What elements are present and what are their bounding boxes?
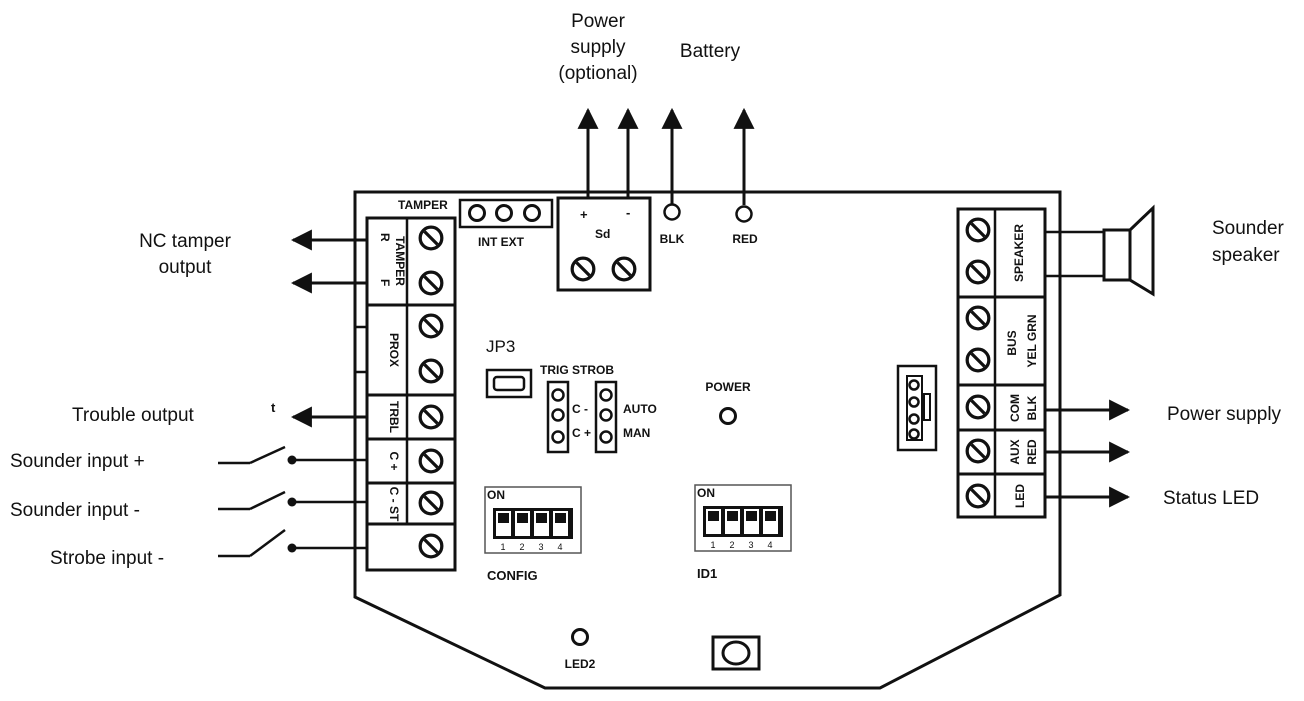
nc-tamper-output-label: NC tamper output (139, 231, 232, 278)
red-label: RED (732, 232, 758, 246)
config-dip-number-2: 2 (519, 542, 524, 552)
power-supply-optional-line-3: (optional) (558, 63, 637, 84)
right-terminal-strip (956, 207, 1047, 519)
tamper-r-screw[interactable] (418, 225, 444, 251)
speaker-screw-1[interactable] (965, 217, 991, 243)
sounder-speaker-line-2: speaker (1212, 245, 1280, 266)
right-speaker-label: SPEAKER (1012, 224, 1026, 282)
status-led-label: Status LED (1163, 488, 1259, 509)
sd-minus-label: - (626, 205, 630, 220)
trbl-screw[interactable] (418, 404, 444, 430)
right-yel-grn-label: YEL GRN (1025, 314, 1039, 367)
tamper-title: TAMPER (398, 198, 448, 212)
sd-label: Sd (595, 227, 610, 241)
sd-screw-plus[interactable] (570, 256, 596, 282)
left-tamper-label: TAMPER (393, 236, 407, 286)
led-screw[interactable] (965, 483, 991, 509)
jumper-c-plus-label: C + (572, 426, 591, 440)
c-plus-screw[interactable] (418, 448, 444, 474)
sd-plus-label: + (580, 207, 588, 222)
id1-dip-number-4: 4 (767, 540, 772, 550)
push-button[interactable] (711, 635, 761, 671)
power-supply-optional-line-2: supply (571, 37, 626, 58)
left-prox-label: PROX (387, 333, 401, 367)
left-c-plus-label: C + (387, 451, 401, 470)
trig-jumper[interactable] (546, 380, 570, 454)
speaker-screw-2[interactable] (965, 259, 991, 285)
strobe-screw[interactable] (418, 533, 444, 559)
right-red-label: RED (1025, 439, 1039, 465)
strobe-input-minus-label: Strobe input - (50, 548, 164, 569)
auto-label: AUTO (623, 402, 657, 416)
id1-dip-on-label: ON (697, 486, 715, 500)
prox-screw-2[interactable] (418, 358, 444, 384)
switch-sounder-minus (218, 490, 367, 511)
right-com-label: COM (1008, 394, 1022, 422)
power-supply-label: Power supply (1167, 404, 1282, 425)
jp3-label: JP3 (486, 337, 515, 356)
red-terminal[interactable] (735, 205, 753, 223)
bus-yel-screw[interactable] (965, 347, 991, 373)
sd-screw-minus[interactable] (611, 256, 637, 282)
config-dip-number-3: 3 (538, 542, 543, 552)
blk-terminal[interactable] (663, 203, 681, 221)
power-label: POWER (705, 380, 751, 394)
tamper-int-ext-label: INT EXT (478, 235, 525, 249)
sounder-input-minus-label: Sounder input - (10, 500, 140, 521)
sounder-speaker-label: Sounder speaker (1212, 218, 1285, 266)
aux-red-screw[interactable] (965, 438, 991, 464)
man-label: MAN (623, 426, 650, 440)
config-dip-on-label: ON (487, 488, 505, 502)
trouble-output-label: Trouble output (72, 405, 195, 426)
id1-dip-number-2: 2 (729, 540, 734, 550)
config-dip-number-4: 4 (557, 542, 562, 552)
sounder-speaker-line-1: Sounder (1212, 218, 1285, 239)
id1-dip-number-3: 3 (748, 540, 753, 550)
switch-strobe-minus (218, 528, 367, 558)
config-dip-switch[interactable] (484, 486, 582, 554)
left-r-label: R (378, 233, 392, 242)
nc-tamper-line-2: output (159, 257, 213, 278)
jp3-jumper[interactable] (485, 368, 533, 399)
tamper-f-screw[interactable] (418, 270, 444, 296)
power-led (719, 407, 737, 425)
left-c-minus-st-label: C - ST (387, 487, 401, 522)
sounder-input-plus-label: Sounder input + (10, 451, 145, 472)
right-bus-label: BUS (1005, 330, 1019, 355)
led2-label: LED2 (565, 657, 596, 671)
power-supply-optional-label: Power supply (optional) (558, 11, 637, 84)
power-supply-optional-line-1: Power (571, 11, 626, 32)
trouble-mark: t (271, 400, 276, 415)
prox-screw-1[interactable] (418, 313, 444, 339)
id1-label: ID1 (697, 566, 717, 581)
left-trbl-label: TRBL (387, 401, 401, 433)
battery-label: Battery (680, 41, 741, 62)
right-aux-label: AUX (1008, 439, 1022, 464)
strob-jumper[interactable] (594, 380, 618, 454)
right-led-label: LED (1013, 484, 1027, 508)
blk-label: BLK (660, 232, 685, 246)
switch-sounder-plus (218, 445, 367, 465)
right-blk-label: BLK (1025, 395, 1039, 420)
tamper-jumper[interactable] (458, 198, 554, 229)
board-outline (353, 190, 1062, 690)
nc-tamper-line-1: NC tamper (139, 231, 232, 252)
led2-indicator (571, 628, 589, 646)
jumper-c-minus-label: C - (572, 402, 588, 416)
config-dip-number-1: 1 (500, 542, 505, 552)
trig-strob-label: TRIG STROB (540, 363, 614, 377)
com-blk-screw[interactable] (965, 394, 991, 420)
left-f-label: F (378, 279, 392, 286)
sd-terminal-block: + - Sd (556, 196, 652, 292)
speaker-icon (1045, 204, 1155, 297)
config-label: CONFIG (487, 568, 538, 583)
id1-dip-switch[interactable] (694, 484, 792, 552)
bus-grn-screw[interactable] (965, 305, 991, 331)
bus-connector[interactable] (896, 364, 938, 452)
c-minus-st-screw[interactable] (418, 490, 444, 516)
id1-dip-number-1: 1 (710, 540, 715, 550)
left-terminal-strip (365, 216, 457, 572)
